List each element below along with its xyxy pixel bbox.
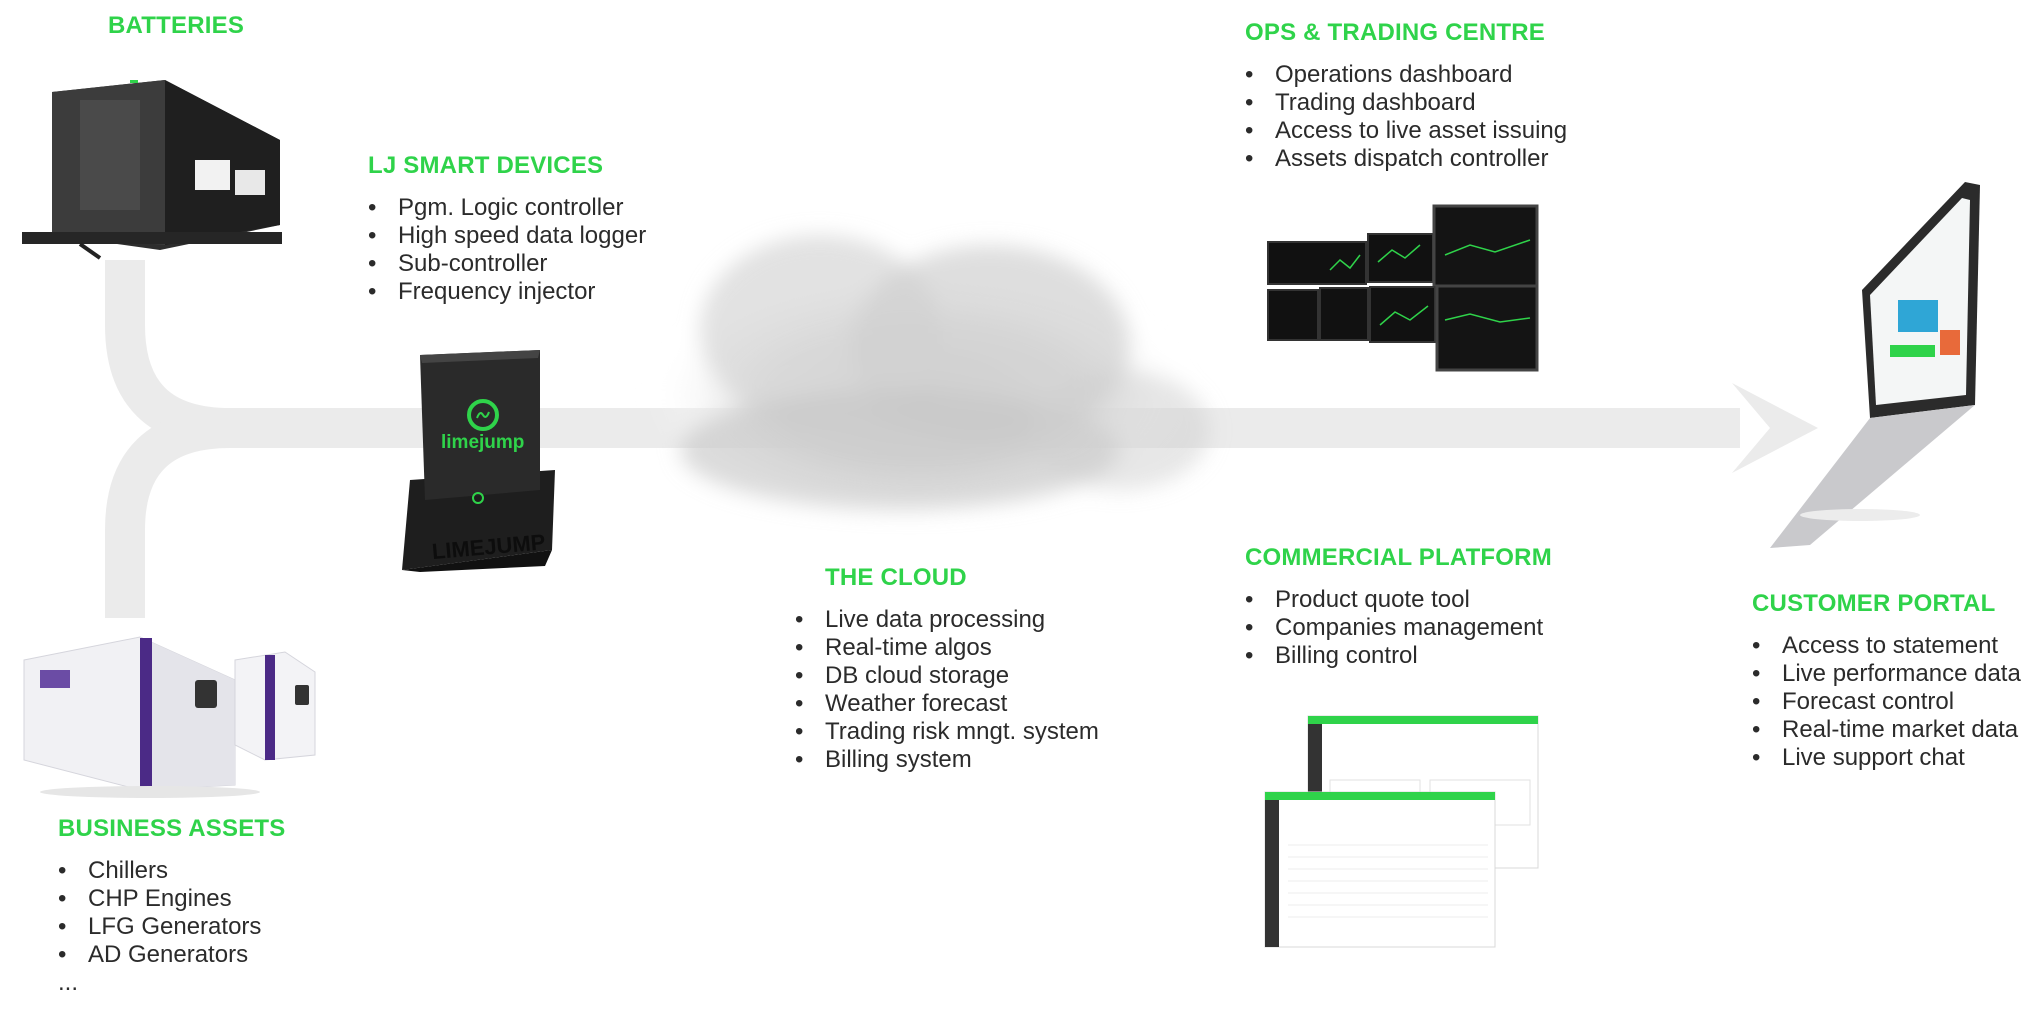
list-item: DB cloud storage: [795, 662, 1099, 690]
flow-arrow: [105, 260, 1740, 618]
ops-monitors-image: [1267, 204, 1539, 372]
more-ellipsis: ...: [58, 969, 79, 996]
portal-list: Access to statement Live performance dat…: [1752, 632, 2021, 772]
list-item: Operations dashboard: [1245, 61, 1567, 89]
laptop-image: [1770, 182, 1980, 548]
commercial-platform-image: [1264, 715, 1539, 948]
list-item: CHP Engines: [58, 885, 286, 913]
list-item: Chillers: [58, 857, 286, 885]
batteries-title: BATTERIES: [108, 12, 245, 39]
business-list: Chillers CHP Engines LFG Generators AD G…: [58, 857, 286, 969]
smart-devices-title: LJ SMART DEVICES: [368, 152, 604, 179]
limejump-device-image: limejump LIMEJUMP: [402, 350, 555, 572]
arrow-head: [1732, 383, 1818, 473]
device-logo-text: limejump: [441, 432, 524, 453]
battery-container-image: [22, 80, 282, 260]
portal-section: CUSTOMER PORTAL Access to statement Live…: [1752, 590, 2021, 772]
generators-image: [23, 636, 316, 798]
cloud-title: THE CLOUD: [825, 564, 967, 591]
list-item: Billing system: [795, 746, 1099, 774]
list-item: LFG Generators: [58, 913, 286, 941]
list-item: Forecast control: [1752, 688, 2021, 716]
smart-devices-list: Pgm. Logic controller High speed data lo…: [368, 194, 646, 306]
list-item: Live performance data: [1752, 660, 2021, 688]
list-item: Access to statement: [1752, 632, 2021, 660]
list-item: Trading risk mngt. system: [795, 718, 1099, 746]
list-item: Product quote tool: [1245, 586, 1552, 614]
cloud-list: Live data processing Real-time algos DB …: [795, 606, 1099, 774]
list-item: Live support chat: [1752, 744, 2021, 772]
smart-devices-section: LJ SMART DEVICES Pgm. Logic controller H…: [368, 152, 646, 306]
list-item: Live data processing: [795, 606, 1099, 634]
list-item: Real-time algos: [795, 634, 1099, 662]
ops-title: OPS & TRADING CENTRE: [1245, 19, 1546, 46]
cloud-image: [650, 235, 1210, 515]
list-item: Frequency injector: [368, 278, 646, 306]
commercial-section: COMMERCIAL PLATFORM Product quote tool C…: [1245, 544, 1552, 670]
list-item: Real-time market data: [1752, 716, 2021, 744]
list-item: Billing control: [1245, 642, 1552, 670]
list-item: Pgm. Logic controller: [368, 194, 646, 222]
list-item: AD Generators: [58, 941, 286, 969]
list-item: Assets dispatch controller: [1245, 145, 1567, 173]
list-item: Companies management: [1245, 614, 1552, 642]
business-section: BUSINESS ASSETS Chillers CHP Engines LFG…: [58, 815, 286, 997]
list-item: Trading dashboard: [1245, 89, 1567, 117]
ops-list: Operations dashboard Trading dashboard A…: [1245, 61, 1567, 173]
ops-section: OPS & TRADING CENTRE Operations dashboar…: [1245, 19, 1567, 173]
portal-title: CUSTOMER PORTAL: [1752, 590, 1996, 617]
list-item: High speed data logger: [368, 222, 646, 250]
list-item: Weather forecast: [795, 690, 1099, 718]
list-item: Access to live asset issuing: [1245, 117, 1567, 145]
cloud-section: THE CLOUD Live data processing Real-time…: [795, 564, 1099, 774]
list-item: Sub-controller: [368, 250, 646, 278]
business-title: BUSINESS ASSETS: [58, 815, 286, 842]
commercial-title: COMMERCIAL PLATFORM: [1245, 544, 1552, 571]
commercial-list: Product quote tool Companies management …: [1245, 586, 1552, 670]
